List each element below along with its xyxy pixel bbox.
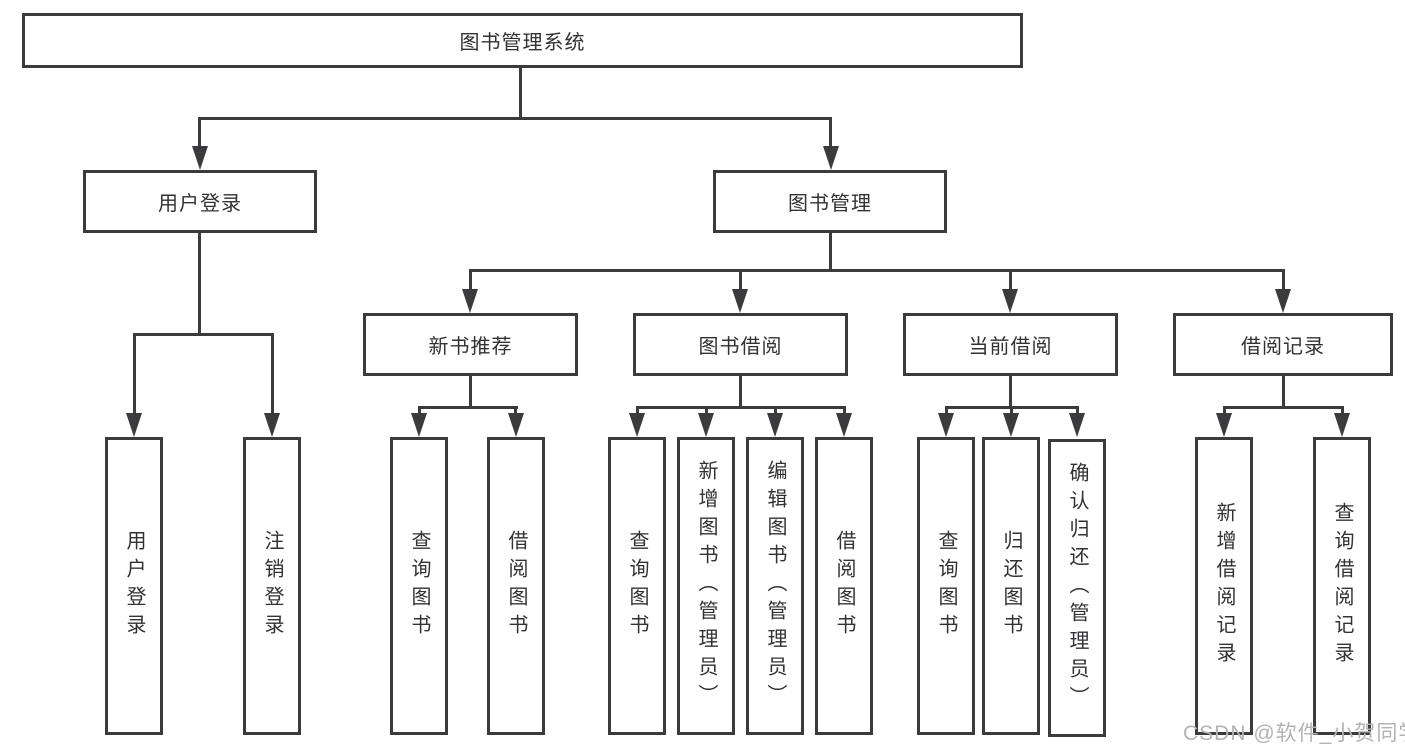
leaf-newrec-query-books: 查询图书 (390, 437, 448, 735)
arrowhead-current-borrowing-icon (1002, 289, 1018, 313)
connector-records-trunk (1282, 374, 1285, 409)
leaf-borrowing-query-books: 查询图书 (608, 437, 666, 735)
node-book-management-label: 图书管理 (788, 193, 872, 215)
arrowhead-current-confirm-icon (1069, 413, 1085, 437)
connector-user-login-rail (133, 333, 274, 336)
leaf-user-login: 用户登录 (105, 437, 163, 735)
connector-drop-leaf-logout (271, 336, 274, 413)
connector-drop-borrowing-query (636, 409, 639, 414)
leaf-current-query-books-label: 查询图书 (935, 530, 957, 642)
connector-drop-records-add (1223, 409, 1226, 414)
node-user-login-label: 用户登录 (158, 193, 242, 215)
node-library-system: 图书管理系统 (22, 13, 1023, 68)
connector-drop-current-query (945, 409, 948, 414)
leaf-records-add-record: 新增借阅记录 (1195, 437, 1253, 735)
connector-drop-leaf-user-login (133, 336, 136, 413)
connector-drop-current-borrowing (1009, 272, 1012, 289)
leaf-borrowing-query-books-label: 查询图书 (626, 530, 648, 642)
leaf-borrowing-borrow-books: 借阅图书 (815, 437, 873, 735)
node-new-book-recommendation: 新书推荐 (363, 313, 578, 376)
leaf-newrec-borrow-books-label: 借阅图书 (505, 530, 527, 642)
arrowhead-newrec-query-icon (411, 413, 427, 437)
connector-book-management-trunk (829, 233, 832, 272)
node-book-borrowing: 图书借阅 (633, 313, 848, 376)
connector-root-trunk (519, 68, 522, 119)
connector-newrec-trunk (469, 376, 472, 409)
arrowhead-leaf-user-login-icon (126, 413, 142, 437)
arrowhead-new-book-recommendation-icon (462, 289, 478, 313)
node-current-borrowing: 当前借阅 (903, 313, 1118, 376)
leaf-borrowing-add-books-admin: 新增图书（管理员） (677, 437, 735, 735)
connector-drop-borrowing-borrow (843, 409, 846, 414)
connector-drop-book-borrowing (739, 272, 742, 289)
connector-drop-borrowing-add (705, 409, 708, 414)
leaf-logout-login: 注销登录 (243, 437, 301, 735)
leaf-borrowing-edit-books-admin: 编辑图书（管理员） (746, 437, 804, 735)
node-user-login: 用户登录 (83, 170, 317, 233)
leaf-records-add-record-label: 新增借阅记录 (1213, 502, 1235, 670)
leaf-records-query-record-label: 查询借阅记录 (1331, 502, 1353, 670)
connector-level2-rail (198, 117, 832, 120)
node-book-management: 图书管理 (713, 170, 947, 233)
arrowhead-borrowing-records-icon (1275, 289, 1291, 313)
leaf-borrowing-add-books-admin-label: 新增图书（管理员） (695, 460, 717, 712)
leaf-newrec-borrow-books: 借阅图书 (487, 437, 545, 735)
leaf-current-return-books: 归还图书 (982, 437, 1040, 735)
node-library-system-label: 图书管理系统 (459, 32, 586, 54)
arrowhead-records-query-icon (1334, 413, 1350, 437)
arrowhead-borrowing-add-icon (698, 413, 714, 437)
connector-drop-current-confirm (1076, 409, 1079, 414)
connector-drop-newrec-borrow (514, 409, 517, 414)
connector-drop-current-return (1010, 409, 1013, 414)
leaf-current-confirm-return-admin-label: 确认归还（管理员） (1066, 462, 1088, 714)
connector-drop-book-management (829, 120, 832, 146)
leaf-user-login-label: 用户登录 (123, 530, 145, 642)
leaf-current-return-books-label: 归还图书 (1000, 530, 1022, 642)
leaf-current-query-books: 查询图书 (917, 437, 975, 735)
arrowhead-current-return-icon (1003, 413, 1019, 437)
connector-drop-records-query (1341, 409, 1344, 414)
connector-drop-newrec-query (418, 409, 421, 414)
leaf-borrowing-edit-books-admin-label: 编辑图书（管理员） (764, 460, 786, 712)
node-book-borrowing-label: 图书借阅 (698, 336, 783, 358)
arrowhead-newrec-borrow-icon (508, 413, 524, 437)
node-borrowing-records-label: 借阅记录 (1241, 336, 1325, 358)
leaf-borrowing-borrow-books-label: 借阅图书 (833, 530, 855, 642)
connector-drop-user-login (198, 120, 201, 146)
node-borrowing-records: 借阅记录 (1173, 313, 1393, 376)
leaf-newrec-query-books-label: 查询图书 (408, 530, 430, 642)
csdn-watermark: CSDN @软件_小贺同学 (1183, 722, 1405, 745)
connector-drop-new-book-recommendation (469, 272, 472, 289)
connector-borrowing-rail (636, 406, 846, 409)
node-new-book-recommendation-label: 新书推荐 (428, 336, 513, 358)
arrowhead-current-query-icon (938, 413, 954, 437)
arrowhead-book-management-icon (823, 146, 839, 170)
connector-records-rail (1223, 406, 1344, 409)
connector-newrec-rail (418, 406, 518, 409)
connector-drop-borrowing-records (1282, 272, 1285, 289)
arrowhead-book-borrowing-icon (732, 289, 748, 313)
arrowhead-borrowing-borrow-icon (836, 413, 852, 437)
arrowhead-borrowing-query-icon (629, 413, 645, 437)
node-current-borrowing-label: 当前借阅 (968, 336, 1053, 358)
leaf-current-confirm-return-admin: 确认归还（管理员） (1048, 439, 1106, 737)
arrowhead-borrowing-edit-icon (767, 413, 783, 437)
arrowhead-leaf-logout-icon (264, 413, 280, 437)
connector-drop-borrowing-edit (774, 409, 777, 414)
leaf-records-query-record: 查询借阅记录 (1313, 437, 1371, 735)
connector-level3-rail (469, 269, 1285, 272)
connector-borrowing-trunk (739, 376, 742, 409)
connector-user-login-trunk (198, 233, 201, 336)
leaf-logout-login-label: 注销登录 (261, 530, 283, 642)
arrowhead-user-login-icon (192, 146, 208, 170)
arrowhead-records-add-icon (1216, 413, 1232, 437)
connector-current-rail (945, 406, 1079, 409)
connector-current-trunk (1009, 376, 1012, 409)
